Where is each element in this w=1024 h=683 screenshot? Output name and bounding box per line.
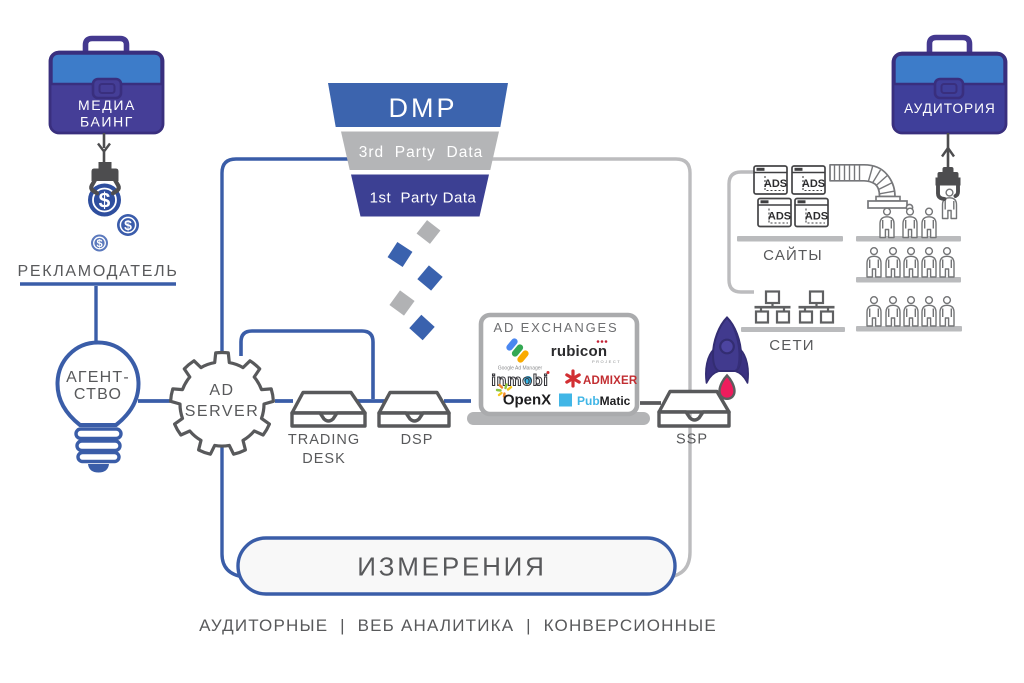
svg-text:AD EXCHANGES: AD EXCHANGES — [494, 320, 619, 335]
svg-text:rubicon: rubicon — [551, 343, 607, 360]
svg-text:ИЗМЕРЕНИЯ: ИЗМЕРЕНИЯ — [357, 552, 547, 582]
svg-text:ADS: ADS — [802, 178, 825, 190]
svg-text:OpenX: OpenX — [503, 392, 551, 409]
svg-text:СТВО: СТВО — [74, 386, 122, 403]
svg-text:3rd Party Data: 3rd Party Data — [359, 144, 484, 161]
svg-text:$: $ — [99, 190, 111, 213]
svg-text:ADS: ADS — [764, 178, 787, 190]
svg-text:1st Party Data: 1st Party Data — [370, 190, 477, 207]
svg-text:РЕКЛАМОДАТЕЛЬ: РЕКЛАМОДАТЕЛЬ — [17, 263, 178, 280]
svg-text:АУДИТОРНЫЕ | ВЕБ АНАЛИТИКА: АУДИТОРНЫЕ | ВЕБ АНАЛИТИКА | КОНВЕРСИОНН… — [199, 616, 717, 635]
svg-text:МЕДИА: МЕДИА — [78, 97, 136, 113]
svg-text:АГЕНТ-: АГЕНТ- — [66, 369, 130, 386]
svg-text:ADMIXER: ADMIXER — [583, 375, 638, 387]
svg-text:ADS: ADS — [805, 211, 828, 223]
svg-text:$: $ — [124, 217, 132, 233]
svg-text:САЙТЫ: САЙТЫ — [763, 246, 823, 264]
svg-text:БАИНГ: БАИНГ — [80, 114, 134, 130]
svg-text:Google Ad Manager: Google Ad Manager — [498, 366, 543, 372]
svg-text:SERVER: SERVER — [185, 403, 260, 420]
svg-text:АУДИТОРИЯ: АУДИТОРИЯ — [904, 101, 996, 116]
svg-text:СЕТИ: СЕТИ — [769, 337, 815, 354]
svg-text:PROJECT: PROJECT — [592, 359, 621, 364]
svg-text:DSP: DSP — [401, 432, 434, 448]
svg-text:PubMatic: PubMatic — [577, 394, 631, 408]
svg-text:SSP: SSP — [676, 432, 708, 448]
svg-text:$: $ — [96, 238, 102, 250]
svg-text:DESK: DESK — [302, 451, 346, 467]
svg-text:AD: AD — [209, 382, 234, 399]
svg-text:DMP: DMP — [389, 93, 458, 123]
svg-text:ADS: ADS — [768, 211, 791, 223]
svg-text:TRADING: TRADING — [288, 432, 360, 448]
